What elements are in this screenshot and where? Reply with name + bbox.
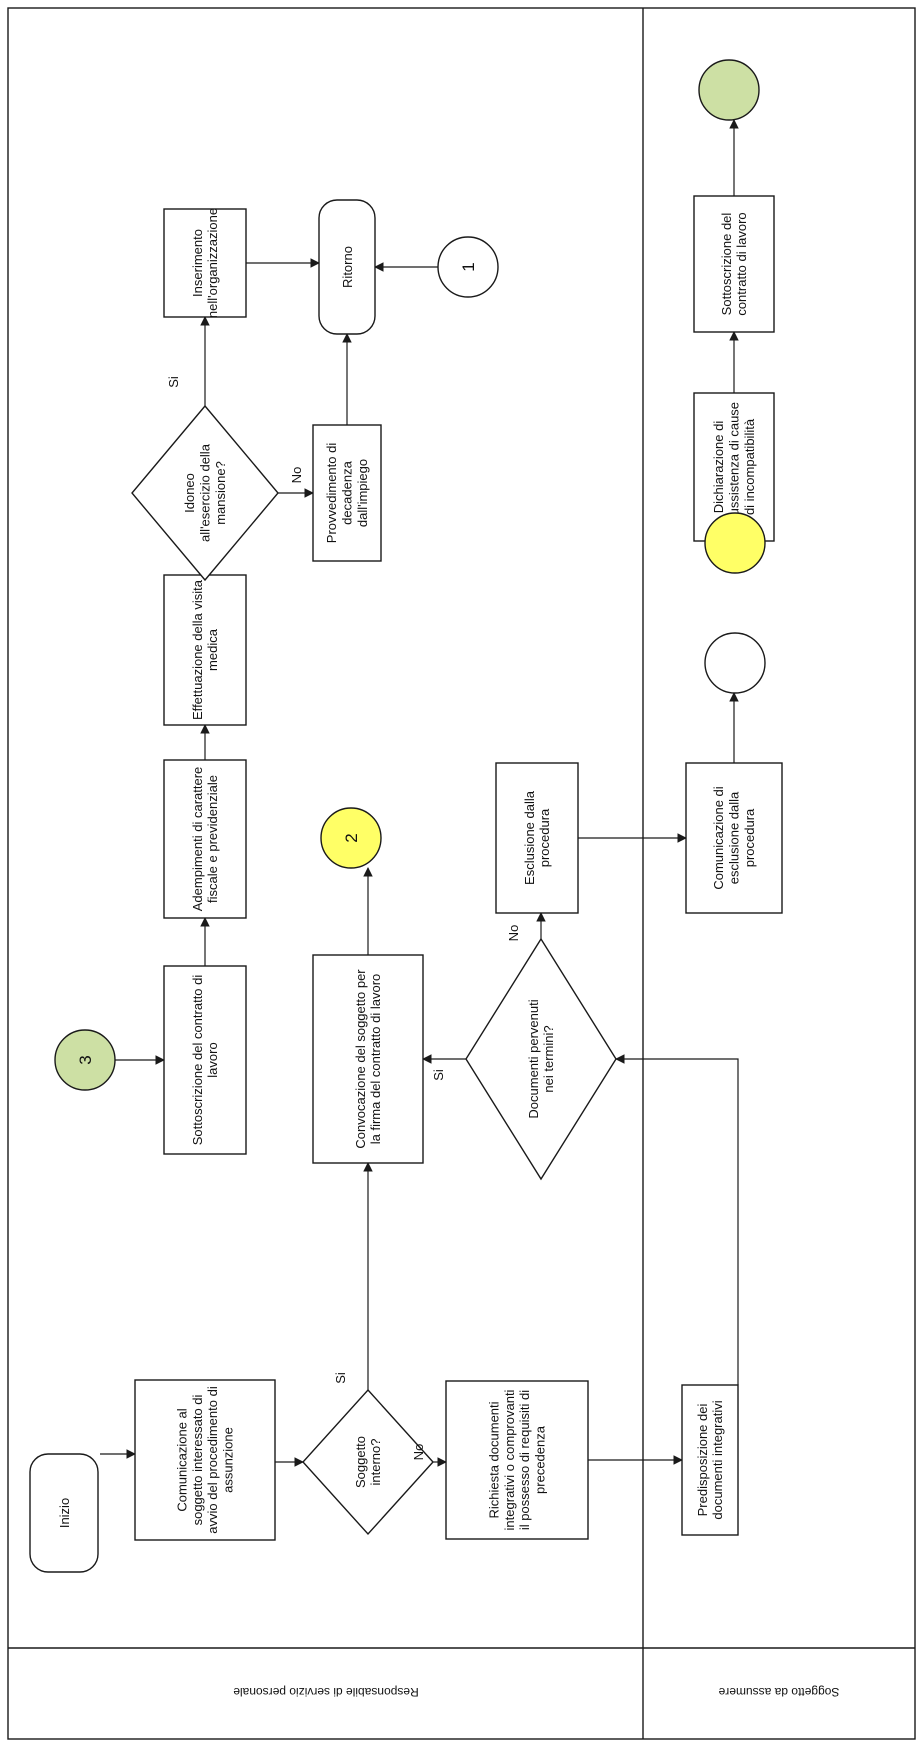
- visita-medica-label: Effettuazione della visitamedica: [190, 579, 220, 720]
- esclusione-label: Esclusione dallaprocedura: [522, 790, 552, 885]
- inizio-terminal: [29, 1453, 99, 1573]
- lane-title-assumere: Soggetto da assumere: [718, 1685, 839, 1699]
- dichiarazione-label: Dichiarazione diinsussistenza di causedi…: [711, 402, 757, 532]
- connector-c2b-circle: [704, 512, 766, 574]
- inizio-label: Inizio: [57, 1498, 72, 1528]
- label-si-documenti: Si: [431, 1069, 446, 1081]
- inserimento-box: [163, 208, 247, 318]
- documenti-pervenuti-decision: [465, 937, 617, 1181]
- ritorno-terminal: [318, 199, 376, 335]
- predisposizione-box: [681, 1384, 739, 1536]
- adempimenti-label: Adempimenti di caratterefiscale e previd…: [190, 767, 220, 912]
- provvedimento-label: Provvedimento didecadenzadall'impiego: [324, 443, 370, 544]
- sottoscrizione-1-label: Sottoscrizione del contratto dilavoro: [190, 975, 220, 1146]
- comunicazione-avvio-box: [134, 1379, 276, 1541]
- lane-title-personale: Responsabile di servizio personale: [233, 1685, 419, 1699]
- idoneo-label: Idoneoall'esercizio dellamansione?: [182, 443, 228, 542]
- richiesta-documenti-box: [445, 1380, 589, 1540]
- esclusione-box: [495, 762, 579, 914]
- flow-nodes: Inizio Comunicazione alsoggetto interessa…: [29, 59, 783, 1573]
- connector-c1b-circle: [704, 632, 766, 694]
- connector-c3-circle: [54, 1029, 116, 1091]
- connector-c2-label: 2: [342, 833, 361, 842]
- soggetto-interno-decision: [302, 1388, 434, 1536]
- ritorno-label: Ritorno: [340, 246, 355, 288]
- lanes-frame: [7, 7, 916, 1740]
- sottoscrizione-1-box: [163, 965, 247, 1155]
- documenti-pervenuti-label: Documenti pervenutinei termini?: [526, 999, 556, 1118]
- richiesta-documenti-label: Richiesta documentiintegrativi o comprov…: [487, 1389, 548, 1530]
- idoneo-decision: [131, 404, 279, 582]
- convocazione-box: [312, 954, 424, 1164]
- label-no-documenti: No: [506, 925, 521, 942]
- label-si-soggetto: Si: [333, 1372, 348, 1384]
- convocazione-label: Convocazione del soggetto perla firma de…: [353, 969, 383, 1149]
- label-si-idoneo: Si: [166, 376, 181, 388]
- predisposizione-label: Predisposizione deidocumenti integrativi: [695, 1400, 725, 1519]
- connector-c1-label: 1: [459, 262, 478, 271]
- flow-connectors: [100, 119, 739, 1467]
- comunicazione-avvio-label: Comunicazione alsoggetto interessato dia…: [175, 1386, 236, 1534]
- connector-c3b-circle: [698, 59, 760, 121]
- soggetto-interno-label: Soggettointerno?: [353, 1436, 383, 1488]
- comunicazione-esclusione-label: Comunicazione diesclusione dallaprocedur…: [711, 786, 757, 889]
- sottoscrizione-2-label: Sottoscrizione delcontratto di lavoro: [719, 212, 749, 315]
- label-no-idoneo: No: [289, 467, 304, 484]
- connector-c1-circle: [437, 236, 499, 298]
- connector-c3-label: 3: [76, 1055, 95, 1064]
- edge-predisposizione-documenti: [615, 1054, 739, 1385]
- inserimento-label: Inserimentonell'organizzazione: [190, 208, 220, 318]
- adempimenti-box: [163, 759, 247, 919]
- comunicazione-esclusione-box: [685, 762, 783, 914]
- connector-c2-circle: [320, 807, 382, 869]
- provvedimento-box: [312, 424, 382, 562]
- label-no-soggetto: No: [411, 1444, 426, 1461]
- sottoscrizione-2-box: [693, 195, 775, 333]
- swimlanes: Responsabile di servizio personale Sogget…: [7, 7, 916, 1740]
